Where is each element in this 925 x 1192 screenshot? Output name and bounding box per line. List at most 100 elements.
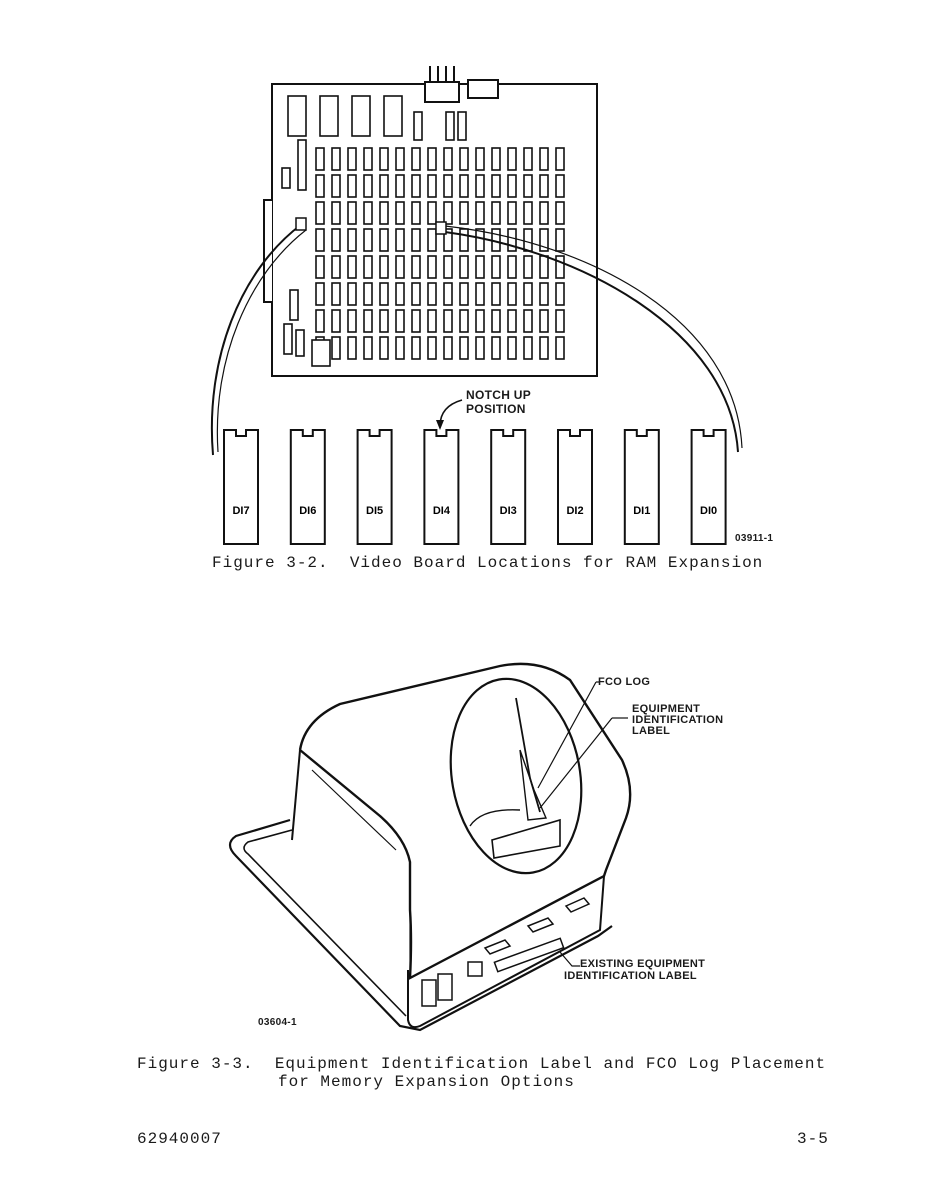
- board-chip: [347, 147, 357, 171]
- board-chip: [555, 282, 565, 306]
- board-chip: [363, 174, 373, 198]
- board-chip: [523, 282, 533, 306]
- board-chip: [427, 282, 437, 306]
- ram-chip-label: DI6: [299, 505, 316, 517]
- board-chip: [331, 228, 341, 252]
- terminal-lower-body: [407, 865, 606, 1029]
- ram-chip-di5: [356, 429, 393, 545]
- board-chip: [491, 255, 501, 279]
- notch-label-line1: NOTCH UP: [466, 388, 532, 402]
- board-chip: [555, 309, 565, 333]
- document-number: 62940007: [137, 1130, 222, 1148]
- board-chip: [523, 228, 533, 252]
- board-chip: [315, 147, 325, 171]
- terminal-side-vent: [421, 979, 437, 1007]
- board-chip: [315, 309, 325, 333]
- figure-3-3-caption-line2: for Memory Expansion Options: [278, 1073, 575, 1091]
- board-chip: [379, 255, 389, 279]
- board-chip: [363, 147, 373, 171]
- board-chip: [443, 174, 453, 198]
- notch-arrowhead: [436, 420, 444, 430]
- board-chip: [347, 201, 357, 225]
- board-chip: [395, 255, 405, 279]
- callout-equipment-line2: IDENTIFICATION: [632, 714, 724, 726]
- board-chip: [331, 147, 341, 171]
- board-chip: [347, 255, 357, 279]
- ram-chip-di2: [557, 429, 593, 545]
- board-chip: [443, 255, 453, 279]
- board-chip: [459, 336, 469, 360]
- board-chip: [523, 174, 533, 198]
- board-chip: [379, 228, 389, 252]
- board-chip: [363, 282, 373, 306]
- board-chip: [491, 174, 501, 198]
- board-chip: [443, 336, 453, 360]
- board-chip: [395, 147, 405, 171]
- callout-existing-line2: IDENTIFICATION LABEL: [564, 970, 697, 982]
- board-chip: [395, 201, 405, 225]
- board-chip: [363, 336, 373, 360]
- board-chip: [539, 282, 549, 306]
- board-chip: [539, 174, 549, 198]
- highlighted-socket-left: [295, 217, 307, 231]
- ram-chip-label: DI0: [700, 505, 717, 517]
- terminal-base-frame: [228, 818, 613, 1032]
- callout-existing-line1: EXISTING EQUIPMENT: [580, 958, 706, 970]
- callout-equipment-line1: EQUIPMENT: [632, 703, 701, 715]
- board-chip: [443, 282, 453, 306]
- board-chip: [523, 255, 533, 279]
- board-chip: [523, 201, 533, 225]
- board-chip: [475, 282, 485, 306]
- board-chip: [427, 174, 437, 198]
- board-chip: [459, 201, 469, 225]
- board-chip: [411, 282, 421, 306]
- board-chip: [459, 228, 469, 252]
- board-chip: [395, 336, 405, 360]
- board-chip: [457, 111, 467, 141]
- board-chip: [443, 228, 453, 252]
- board-chip: [297, 139, 307, 191]
- board-chip: [411, 147, 421, 171]
- board-chip: [491, 336, 501, 360]
- board-chip: [331, 174, 341, 198]
- board-chip: [445, 111, 455, 141]
- ram-chip-label: DI5: [366, 505, 383, 517]
- board-chip: [315, 228, 325, 252]
- board-chip: [459, 174, 469, 198]
- board-chip: [379, 201, 389, 225]
- notch-arrow: [439, 399, 463, 427]
- board-chip: [347, 336, 357, 360]
- board-chip: [379, 147, 389, 171]
- board-chip: [443, 147, 453, 171]
- board-chip: [475, 309, 485, 333]
- existing-equipment-label: [493, 937, 565, 973]
- board-chip: [507, 174, 517, 198]
- board-chip: [363, 255, 373, 279]
- board-chip: [331, 336, 341, 360]
- ram-chip-label: DI2: [566, 505, 583, 517]
- board-chip: [475, 336, 485, 360]
- board-chip: [383, 95, 403, 137]
- board-chip: [507, 282, 517, 306]
- board-chip: [475, 255, 485, 279]
- board-left-connector: [263, 199, 272, 303]
- leader-curve-right-inner: [444, 225, 743, 449]
- board-chip: [475, 174, 485, 198]
- board-chip: [411, 174, 421, 198]
- board-chip: [379, 282, 389, 306]
- board-chip: [311, 339, 331, 367]
- board-chip: [379, 174, 389, 198]
- callout-fco-log: FCO LOG: [598, 676, 651, 688]
- board-chip: [539, 309, 549, 333]
- board-chip: [459, 255, 469, 279]
- board-chip: [283, 323, 293, 355]
- board-chip: [295, 329, 305, 357]
- board-chip: [395, 309, 405, 333]
- board-chip: [379, 336, 389, 360]
- board-chip: [539, 228, 549, 252]
- board-chip: [507, 336, 517, 360]
- board-chip: [427, 309, 437, 333]
- board-chip: [491, 147, 501, 171]
- board-chip: [395, 228, 405, 252]
